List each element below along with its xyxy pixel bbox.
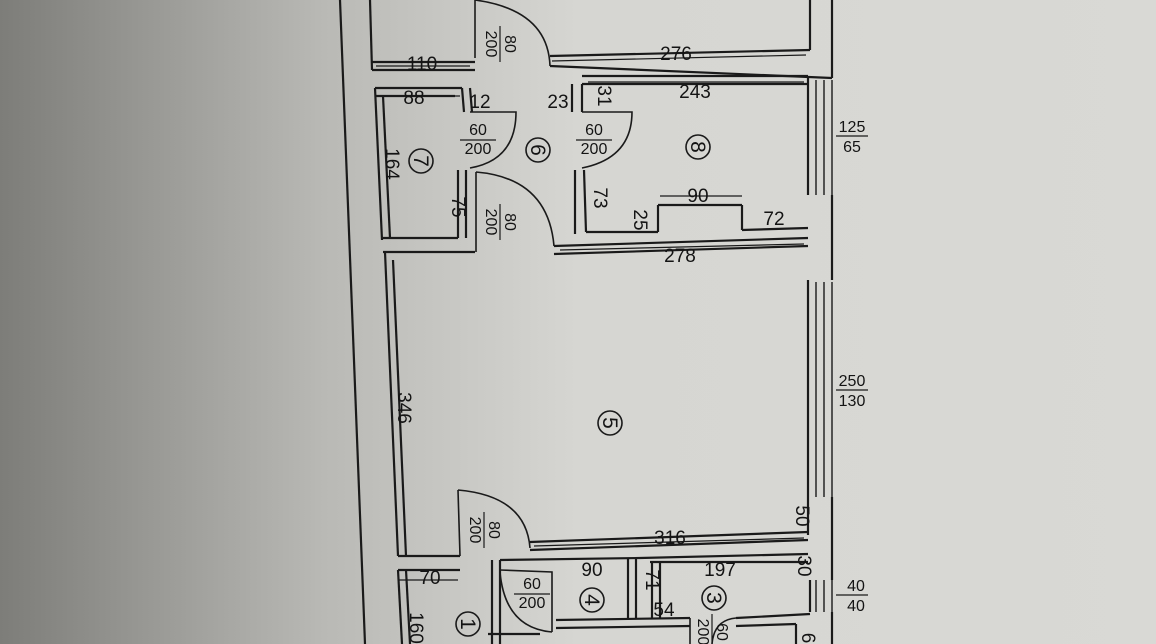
door-room-7-label: 60 200 <box>460 122 496 158</box>
dim-31: 31 <box>593 85 614 106</box>
svg-text:200: 200 <box>519 595 546 612</box>
dim-278: 278 <box>664 246 696 267</box>
dim-164: 164 <box>381 148 402 180</box>
svg-text:200: 200 <box>482 209 499 236</box>
room-6-number: 6 <box>526 144 549 156</box>
dim-90-room-8: 90 <box>687 186 708 207</box>
svg-text:200: 200 <box>465 141 492 158</box>
room-8-number: 8 <box>686 141 709 153</box>
room-3-number: 3 <box>702 592 725 604</box>
dim-197: 197 <box>704 560 736 581</box>
svg-text:80: 80 <box>485 521 502 539</box>
dim-54: 54 <box>653 600 675 621</box>
dim-88: 88 <box>403 88 424 109</box>
room-labels: 7 6 8 5 4 3 1 <box>408 134 727 637</box>
room-5-marker <box>597 410 623 436</box>
window-labels: 125 65 250 130 40 40 <box>839 119 866 615</box>
window-room-3-width: 40 <box>847 578 865 595</box>
svg-text:60: 60 <box>713 623 730 641</box>
dim-90-room-4: 90 <box>581 560 602 581</box>
dim-110: 110 <box>407 54 437 75</box>
room-3-marker <box>701 585 727 611</box>
svg-text:200: 200 <box>466 517 483 544</box>
dim-23: 23 <box>547 92 568 113</box>
window-room-8 <box>815 80 833 195</box>
room-4-number: 4 <box>580 594 603 606</box>
door-room-4-label: 60 200 <box>514 576 550 612</box>
interior-walls <box>372 48 833 644</box>
dim-50: 50 <box>791 505 812 526</box>
svg-text:200: 200 <box>694 619 711 644</box>
door-mid-label: 80 200 <box>482 204 518 240</box>
room-8-marker <box>685 134 711 160</box>
door-top-label: 80 200 <box>482 26 518 62</box>
svg-text:60: 60 <box>523 576 541 593</box>
dim-316: 316 <box>654 528 686 549</box>
svg-text:60: 60 <box>469 122 487 139</box>
door-labels: 80 200 60 200 60 200 80 200 80 200 60 20… <box>460 26 730 644</box>
room-1-number: 1 <box>456 618 479 630</box>
dim-346: 346 <box>393 392 414 424</box>
window-room-8-height: 65 <box>843 139 861 156</box>
dim-73: 73 <box>589 187 610 208</box>
dim-12: 12 <box>469 92 490 113</box>
dim-6: 6 <box>797 633 818 644</box>
dim-75: 75 <box>447 196 468 217</box>
dim-243: 243 <box>679 82 711 103</box>
door-room-3-label: 60 200 <box>694 614 730 644</box>
room-6-marker <box>525 137 551 163</box>
dim-70: 70 <box>419 568 440 589</box>
window-room-5-height: 130 <box>839 393 866 410</box>
dim-276: 276 <box>660 44 692 65</box>
window-room-3-height: 40 <box>847 598 865 615</box>
svg-text:200: 200 <box>482 31 499 58</box>
door-bottom-label: 80 200 <box>466 512 502 548</box>
dimension-labels: 110 276 88 12 23 31 243 164 75 73 90 25 … <box>381 44 818 644</box>
svg-text:80: 80 <box>501 35 518 53</box>
room-1-marker <box>455 611 481 637</box>
door-arcs <box>457 0 737 644</box>
svg-text:200: 200 <box>581 141 608 158</box>
dim-30: 30 <box>793 555 814 576</box>
window-room-5-width: 250 <box>839 373 866 390</box>
dim-160: 160 <box>405 612 426 644</box>
room-7-marker <box>408 148 434 174</box>
outer-walls <box>338 0 834 644</box>
room-4-marker <box>579 587 605 613</box>
window-room-8-width: 125 <box>839 119 866 136</box>
svg-text:80: 80 <box>501 213 518 231</box>
window-room-5 <box>815 282 833 497</box>
room-7-number: 7 <box>409 155 432 167</box>
dim-72: 72 <box>763 209 784 230</box>
window-room-3 <box>815 580 833 612</box>
dim-25: 25 <box>629 209 650 230</box>
door-room-8-label: 60 200 <box>576 122 612 158</box>
room-5-number: 5 <box>598 417 621 429</box>
dimension-lines <box>376 54 868 596</box>
svg-text:60: 60 <box>585 122 603 139</box>
dim-71: 71 <box>641 569 662 590</box>
